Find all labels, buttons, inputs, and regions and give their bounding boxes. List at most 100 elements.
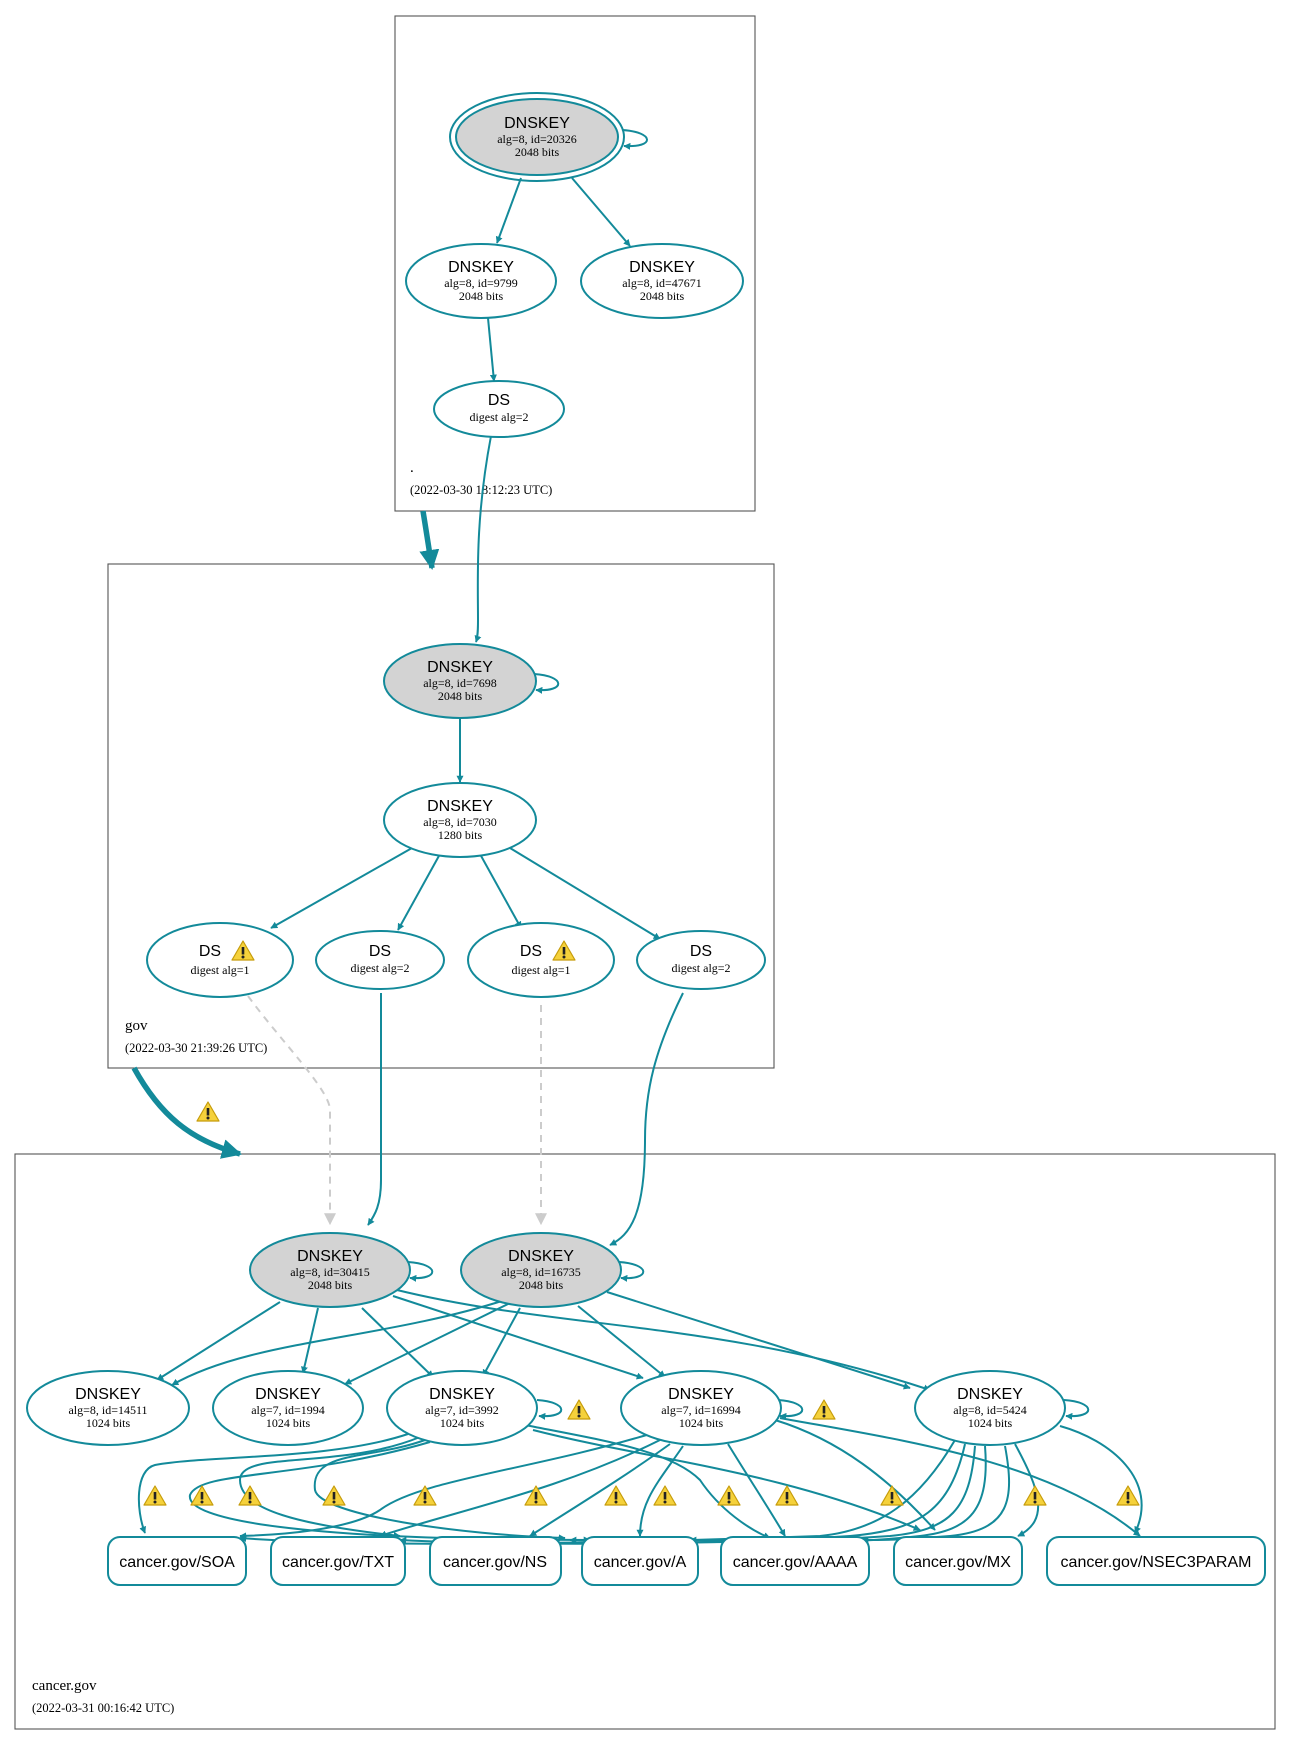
node-detail: digest alg=2 <box>671 961 730 975</box>
node-dnskey-30415[interactable]: DNSKEY alg=8, id=30415 2048 bits <box>249 1232 411 1308</box>
edge-3992-soa <box>137 1433 409 1534</box>
node-type: DNSKEY <box>427 659 493 676</box>
node-type: DNSKEY <box>629 259 695 276</box>
rrset-txt[interactable]: cancer.gov/TXT <box>270 1536 406 1586</box>
rrset-label: cancer.gov/AAAA <box>733 1554 858 1571</box>
node-type: DNSKEY <box>255 1386 321 1403</box>
edge-r-ksk-9799 <box>495 177 522 244</box>
edge-16994-ns <box>529 1443 671 1537</box>
node-detail: alg=8, id=5424 <box>953 1403 1027 1417</box>
zone-cancer-name: cancer.gov <box>32 1678 97 1694</box>
node-bits: 2048 bits <box>459 289 504 303</box>
node-ds-gov-3[interactable]: DS digest alg=1 <box>467 922 615 998</box>
node-bits: 1280 bits <box>438 828 483 842</box>
edge-r-9799-ds <box>487 317 497 382</box>
node-detail: digest alg=1 <box>190 963 249 977</box>
node-detail: alg=8, id=7698 <box>423 676 497 690</box>
zone-root-name: . <box>410 460 414 476</box>
self-sig-5424 <box>1063 1399 1090 1420</box>
node-type: DS <box>520 943 542 960</box>
edge-g-7030-ds1 <box>270 847 413 929</box>
node-dnskey-9799[interactable]: DNSKEY alg=8, id=9799 2048 bits <box>405 243 557 319</box>
node-type: DNSKEY <box>429 1386 495 1403</box>
edge-g-7030-ds2 <box>397 853 441 931</box>
edge-c30415-14511 <box>156 1301 281 1381</box>
rrset-aaaa[interactable]: cancer.gov/AAAA <box>720 1536 870 1586</box>
node-detail: alg=8, id=16735 <box>501 1265 581 1279</box>
edge-r-ds-gov-ksk <box>474 435 492 643</box>
node-dnskey-1994[interactable]: DNSKEY alg=7, id=1994 1024 bits <box>212 1370 364 1446</box>
edge-16994-a <box>636 1445 684 1537</box>
edge-16994-mx <box>774 1419 936 1531</box>
edge-c16735-16994 <box>577 1305 666 1378</box>
edge-c16735-1994 <box>344 1301 513 1385</box>
rrset-label: cancer.gov/NSEC3PARAM <box>1061 1554 1252 1571</box>
node-bits: 2048 bits <box>519 1278 564 1292</box>
edge-c16735-5424 <box>606 1291 911 1390</box>
node-bits: 2048 bits <box>515 145 560 159</box>
node-dnskey-47671[interactable]: DNSKEY alg=8, id=47671 2048 bits <box>580 243 744 319</box>
rrset-mx[interactable]: cancer.gov/MX <box>893 1536 1023 1586</box>
edge-16994-txt <box>379 1439 661 1538</box>
node-ds-gov-1[interactable]: DS digest alg=1 <box>146 922 294 998</box>
rrset-ns[interactable]: cancer.gov/NS <box>429 1536 562 1586</box>
edge-16994-soa <box>239 1433 651 1540</box>
edge-c16735-14511 <box>171 1299 506 1386</box>
zone-cancer-box <box>14 1153 1276 1730</box>
edge-c16735-3992 <box>482 1307 521 1377</box>
node-bits: 2048 bits <box>308 1278 353 1292</box>
nodes: DNSKEY alg=8, id=20326 2048 bits DNSKEY … <box>26 92 1266 1586</box>
node-dnskey-20326[interactable]: DNSKEY alg=8, id=20326 2048 bits <box>449 92 625 182</box>
edge-3992-txt <box>238 1436 421 1539</box>
zone-gov-name: gov <box>125 1018 148 1034</box>
node-bits: 1024 bits <box>968 1416 1013 1430</box>
node-dnskey-7030[interactable]: DNSKEY alg=8, id=7030 1280 bits <box>383 782 537 858</box>
rrset-label: cancer.gov/TXT <box>282 1554 394 1571</box>
edge-g-ds4-c16735 <box>609 992 684 1246</box>
node-detail: alg=7, id=1994 <box>251 1403 325 1417</box>
node-ds-root[interactable]: DS digest alg=2 <box>433 380 565 438</box>
edge-r-ksk-47671 <box>571 177 631 247</box>
rrset-label: cancer.gov/A <box>594 1554 687 1571</box>
node-detail: digest alg=1 <box>511 963 570 977</box>
edge-5424-nsec3param <box>1059 1425 1143 1534</box>
self-sig-3992 <box>536 1399 563 1420</box>
node-dnskey-16735[interactable]: DNSKEY alg=8, id=16735 2048 bits <box>460 1232 622 1308</box>
edge-g-7030-ds3 <box>479 853 522 929</box>
edge-c30415-1994 <box>301 1307 319 1374</box>
edge-16994-nsec3param <box>779 1417 1141 1537</box>
edge-c30415-5424 <box>396 1289 931 1392</box>
rrset-a[interactable]: cancer.gov/A <box>581 1536 699 1586</box>
node-ds-gov-4[interactable]: DS digest alg=2 <box>636 930 766 990</box>
node-detail: alg=8, id=30415 <box>290 1265 370 1279</box>
node-bits: 1024 bits <box>86 1416 131 1430</box>
node-detail: alg=7, id=16994 <box>661 1403 741 1417</box>
rrset-nsec3param[interactable]: cancer.gov/NSEC3PARAM <box>1046 1536 1266 1586</box>
delegation-gov-cancer <box>131 1066 242 1159</box>
zone-gov-timestamp: (2022-03-30 21:39:26 UTC) <box>125 1041 267 1055</box>
rrset-soa[interactable]: cancer.gov/SOA <box>107 1536 247 1586</box>
node-bits: 1024 bits <box>440 1416 485 1430</box>
node-bits: 1024 bits <box>266 1416 311 1430</box>
edge-3992-aaaa <box>524 1424 771 1539</box>
node-dnskey-7698[interactable]: DNSKEY alg=8, id=7698 2048 bits <box>383 643 537 719</box>
edge-5424-aaaa <box>861 1445 1011 1544</box>
node-dnskey-5424[interactable]: DNSKEY alg=8, id=5424 1024 bits <box>914 1370 1066 1446</box>
self-sig-r-ksk <box>621 129 648 150</box>
node-detail: alg=8, id=47671 <box>622 276 702 290</box>
rrset-label: cancer.gov/MX <box>905 1554 1011 1571</box>
node-detail: alg=8, id=14511 <box>68 1403 147 1417</box>
node-detail: digest alg=2 <box>350 961 409 975</box>
node-type: DNSKEY <box>668 1386 734 1403</box>
delegation-root-gov <box>419 510 440 570</box>
node-type: DNSKEY <box>508 1248 574 1265</box>
node-type: DS <box>488 392 510 409</box>
node-dnskey-3992[interactable]: DNSKEY alg=7, id=3992 1024 bits <box>386 1370 538 1446</box>
node-bits: 1024 bits <box>679 1416 724 1430</box>
node-dnskey-16994[interactable]: DNSKEY alg=7, id=16994 1024 bits <box>620 1370 782 1446</box>
node-bits: 2048 bits <box>640 289 685 303</box>
node-type: DS <box>690 943 712 960</box>
node-ds-gov-2[interactable]: DS digest alg=2 <box>315 930 445 990</box>
node-dnskey-14511[interactable]: DNSKEY alg=8, id=14511 1024 bits <box>26 1370 190 1446</box>
